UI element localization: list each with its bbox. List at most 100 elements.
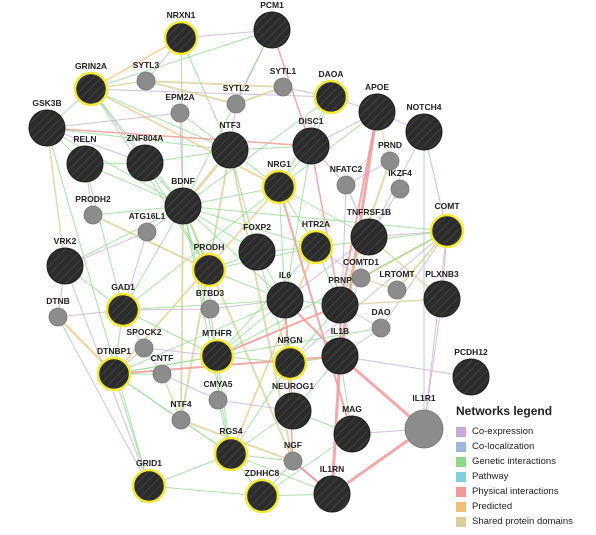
node-epm2a[interactable] (170, 103, 190, 123)
node-label-daoa: DAOA (318, 69, 343, 79)
node-il6[interactable] (266, 281, 304, 319)
node-label-grin2a: GRIN2A (75, 61, 107, 71)
node-label-nrxn1: NRXN1 (167, 10, 196, 20)
node-disc1[interactable] (292, 127, 330, 165)
node-label-nrg1: NRG1 (267, 159, 291, 169)
node-mthfr[interactable] (199, 338, 235, 374)
edge-reln-gad1 (84, 163, 124, 311)
node-nrgn[interactable] (272, 345, 308, 381)
node-apoe[interactable] (358, 93, 396, 131)
node-ntf3[interactable] (211, 131, 249, 169)
node-dtnb[interactable] (48, 307, 68, 327)
node-comt[interactable] (429, 213, 465, 249)
node-tnfrsf1b[interactable] (350, 218, 388, 256)
node-label-prnp: PRNP (328, 275, 352, 285)
edge-bdnf-htr2a (182, 205, 317, 248)
legend-item-co-expression: Co-expression (456, 424, 592, 439)
edge-gsk3b-disc1 (46, 127, 312, 147)
node-label-cntf: CNTF (151, 353, 174, 363)
node-label-zdhhc8: ZDHHC8 (245, 468, 280, 478)
node-nrxn1[interactable] (163, 20, 199, 56)
node-label-dtnb: DTNB (46, 296, 70, 306)
edge-apoe-prnp (339, 111, 378, 306)
node-vrk2[interactable] (46, 247, 84, 285)
edge-sytl3-sytl1 (145, 80, 284, 88)
node-grid1[interactable] (131, 468, 167, 504)
node-label-spock2: SPOCK2 (127, 327, 162, 337)
node-sytl1[interactable] (273, 77, 293, 97)
node-label-nrgn: NRGN (277, 335, 302, 345)
node-znf804a[interactable] (126, 144, 164, 182)
edge-disc1-prnp (310, 145, 341, 306)
node-daoa[interactable] (313, 79, 349, 115)
node-label-notch4: NOTCH4 (407, 102, 442, 112)
node-foxp2[interactable] (238, 233, 276, 271)
legend-item-predicted: Predicted (456, 499, 592, 514)
node-ntf4[interactable] (171, 410, 191, 430)
node-label-grid1: GRID1 (136, 458, 162, 468)
node-nrg1[interactable] (261, 169, 297, 205)
node-label-dtnbp1: DTNBP1 (97, 346, 131, 356)
edge-epm2a-gsk3b (46, 112, 181, 129)
node-il1rn[interactable] (313, 475, 351, 513)
edge-nrgn-rgs4 (230, 362, 291, 455)
node-label-foxp2: FOXP2 (243, 222, 271, 232)
node-lrtomt[interactable] (387, 280, 407, 300)
node-bdnf[interactable] (164, 187, 202, 225)
edge-comt-il1r1 (423, 230, 448, 430)
edge-dtnbp1-grid1 (113, 373, 150, 487)
node-cmya5[interactable] (208, 390, 228, 410)
node-ikzf4[interactable] (390, 179, 410, 199)
node-htr2a[interactable] (298, 229, 334, 265)
legend-label: Genetic interactions (472, 456, 556, 467)
node-label-lrtomt: LRTOMT (379, 269, 415, 279)
node-notch4[interactable] (405, 113, 443, 151)
node-label-cmya5: CMYA5 (204, 379, 233, 389)
node-nfatc2[interactable] (336, 175, 356, 195)
node-btbd3[interactable] (200, 299, 220, 319)
node-label-disc1: DISC1 (298, 116, 323, 126)
edge-comt-nrgn (289, 230, 448, 364)
node-label-reln: RELN (73, 134, 96, 144)
node-gsk3b[interactable] (28, 109, 66, 147)
node-sytl3[interactable] (136, 71, 156, 91)
edge-bdnf-comt (182, 205, 448, 232)
node-il1b[interactable] (321, 337, 359, 375)
node-pcm1[interactable] (253, 11, 291, 49)
node-pcdh12[interactable] (452, 358, 490, 396)
node-plxnb3[interactable] (423, 280, 461, 318)
node-label-mag: MAG (342, 404, 362, 414)
legend-item-pathway: Pathway (456, 469, 592, 484)
node-dao[interactable] (371, 318, 391, 338)
edge-bdnf-il6 (182, 205, 286, 301)
node-dtnbp1[interactable] (96, 356, 132, 392)
node-gad1[interactable] (105, 292, 141, 328)
node-ngf[interactable] (283, 451, 303, 471)
node-comtd1[interactable] (351, 268, 371, 288)
node-atg16l1[interactable] (137, 222, 157, 242)
node-rgs4[interactable] (213, 436, 249, 472)
legend-label: Shared protein domains (472, 516, 573, 527)
node-label-htr2a: HTR2A (302, 219, 330, 229)
node-prnd[interactable] (380, 151, 400, 171)
node-mag[interactable] (333, 415, 371, 453)
node-spock2[interactable] (134, 338, 154, 358)
node-grin2a[interactable] (73, 71, 109, 107)
node-neurog1[interactable] (274, 392, 312, 430)
edge-daoa-bdnf (182, 96, 332, 207)
node-cntf[interactable] (152, 364, 172, 384)
edge-mthfr-dtnbp1 (113, 355, 218, 375)
node-prodh[interactable] (191, 252, 227, 288)
node-label-il1r1: IL1R1 (412, 393, 435, 403)
node-sytl2[interactable] (226, 94, 246, 114)
node-prodh2[interactable] (83, 205, 103, 225)
node-prnp[interactable] (321, 286, 359, 324)
node-il1r1[interactable] (404, 409, 444, 449)
node-zdhhc8[interactable] (244, 478, 280, 514)
node-reln[interactable] (66, 145, 104, 183)
node-label-comtd1: COMTD1 (343, 257, 379, 267)
edge-comt-dao (380, 230, 448, 329)
edge-bdnf-gad1 (122, 205, 184, 311)
node-label-sytl2: SYTL2 (223, 83, 250, 93)
